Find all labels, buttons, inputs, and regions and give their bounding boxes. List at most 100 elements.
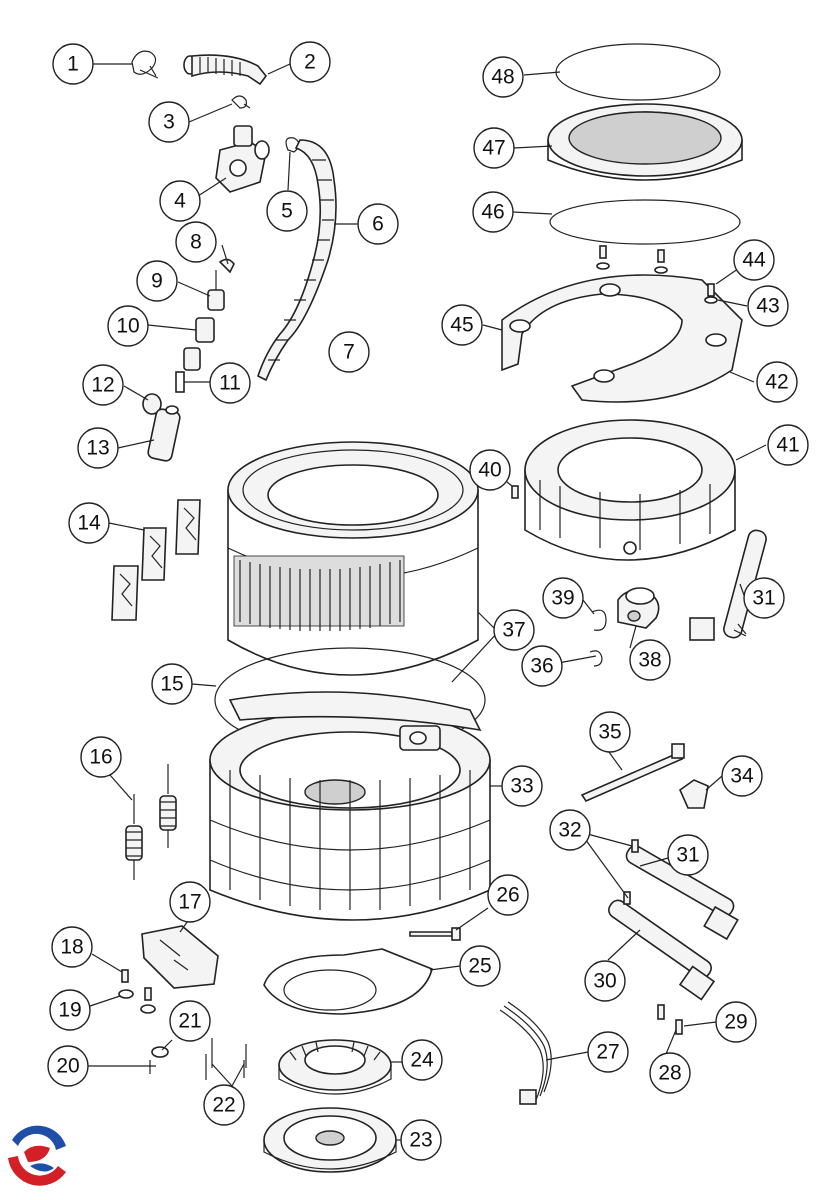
callout-14: 14 <box>68 502 110 544</box>
callout-46: 46 <box>472 191 514 233</box>
part-27-wire-harness <box>499 1001 552 1105</box>
part-43-44-screws <box>596 245 718 304</box>
callout-label: 31 <box>752 587 775 610</box>
callout-label: 19 <box>58 999 81 1022</box>
callout-1: 1 <box>52 43 94 85</box>
part-47-tub-ring <box>547 103 743 181</box>
callout-label: 8 <box>190 231 202 254</box>
callout-11: 11 <box>209 362 251 404</box>
part-26-bolt <box>409 927 461 941</box>
part-34-sensor <box>679 779 709 809</box>
part-12-cap <box>142 393 162 415</box>
part-16-springs <box>125 764 177 880</box>
callout-17: 17 <box>169 881 211 923</box>
callout-label: 5 <box>281 200 293 223</box>
callout-label: 29 <box>724 1011 747 1034</box>
part-13-damper <box>147 405 181 462</box>
callout-label: 18 <box>60 936 83 959</box>
callout-32: 32 <box>549 809 591 851</box>
callout-2: 2 <box>289 41 331 83</box>
callout-48: 48 <box>482 56 524 98</box>
callout-29: 29 <box>715 1001 757 1043</box>
callout-39: 39 <box>542 577 584 619</box>
callout-20: 20 <box>47 1045 89 1087</box>
callout-44: 44 <box>733 239 775 281</box>
callout-label: 25 <box>468 955 491 978</box>
brand-logo-icon <box>8 1125 66 1186</box>
part-36-39-rings <box>589 609 607 667</box>
callout-label: 24 <box>410 1049 434 1072</box>
callout-36: 36 <box>521 645 563 687</box>
callout-5: 5 <box>266 190 308 232</box>
callout-37: 37 <box>493 609 535 651</box>
part-18-19-20-21-22-hardware <box>118 969 247 1080</box>
part-30-actuator <box>608 899 716 1001</box>
callout-label: 1 <box>67 53 79 76</box>
callout-label: 45 <box>450 314 473 337</box>
callout-label: 3 <box>163 111 175 134</box>
callout-18: 18 <box>51 926 93 968</box>
part-3-clip <box>231 95 251 109</box>
part-31-upper-actuator <box>689 529 767 641</box>
part-33-outer-tub <box>209 691 491 921</box>
callout-31-upper: 31 <box>743 577 785 619</box>
part-32-screws <box>623 839 639 905</box>
part-48-seal <box>555 43 721 101</box>
callout-label: 14 <box>77 512 101 535</box>
callout-10: 10 <box>107 305 149 347</box>
callout-label: 27 <box>596 1041 619 1064</box>
callout-12: 12 <box>82 364 124 406</box>
callout-label: 44 <box>742 249 766 272</box>
part-37-tub-cover <box>227 441 479 676</box>
callout-label: 26 <box>496 884 519 907</box>
callout-40: 40 <box>469 449 511 491</box>
callout-label: 23 <box>409 1129 432 1152</box>
callout-22: 22 <box>203 1084 245 1126</box>
part-17-bracket <box>141 925 219 989</box>
callout-label: 21 <box>178 1010 201 1033</box>
part-25-bearing-plate <box>263 948 433 1015</box>
part-46-gasket-ring <box>549 199 741 245</box>
callout-label: 37 <box>502 619 525 642</box>
callout-7: 7 <box>328 331 370 373</box>
callout-13: 13 <box>77 427 119 469</box>
callout-4: 4 <box>159 180 201 222</box>
callout-35: 35 <box>589 711 631 753</box>
part-2-inlet-hose <box>183 54 268 86</box>
callout-31-lower: 31 <box>667 834 709 876</box>
callout-45: 45 <box>441 304 483 346</box>
callout-label: 11 <box>219 372 241 395</box>
callout-label: 31 <box>676 844 699 867</box>
part-23-pulley <box>263 1107 397 1173</box>
callout-label: 7 <box>343 341 355 364</box>
part-38-pump-housing <box>617 587 660 629</box>
part-6-7-drain-hose <box>257 139 337 382</box>
callout-label: 39 <box>551 587 574 610</box>
callout-label: 10 <box>116 315 139 338</box>
callout-label: 4 <box>174 190 186 213</box>
callout-23: 23 <box>400 1119 442 1161</box>
part-28-29-screws <box>657 1004 683 1035</box>
callout-label: 33 <box>510 775 533 798</box>
callout-label: 12 <box>91 374 114 397</box>
part-40-screw <box>511 485 519 499</box>
callout-21: 21 <box>169 1000 211 1042</box>
callout-43: 43 <box>747 285 789 327</box>
callout-label: 35 <box>598 721 621 744</box>
callout-26: 26 <box>487 874 529 916</box>
callout-label: 43 <box>756 295 779 318</box>
part-8-cap <box>218 258 235 274</box>
callout-34: 34 <box>721 755 763 797</box>
callout-label: 36 <box>530 655 553 678</box>
callout-label: 48 <box>491 66 514 89</box>
callout-label: 28 <box>658 1062 681 1085</box>
callout-27: 27 <box>587 1031 629 1073</box>
callout-label: 34 <box>730 765 754 788</box>
callout-28: 28 <box>649 1052 691 1094</box>
part-24-rotor <box>278 1039 392 1095</box>
callout-label: 15 <box>160 673 183 696</box>
part-9-10-11-damper-stack <box>175 270 225 393</box>
part-4-valve-body <box>215 125 270 193</box>
callout-30: 30 <box>584 960 626 1002</box>
